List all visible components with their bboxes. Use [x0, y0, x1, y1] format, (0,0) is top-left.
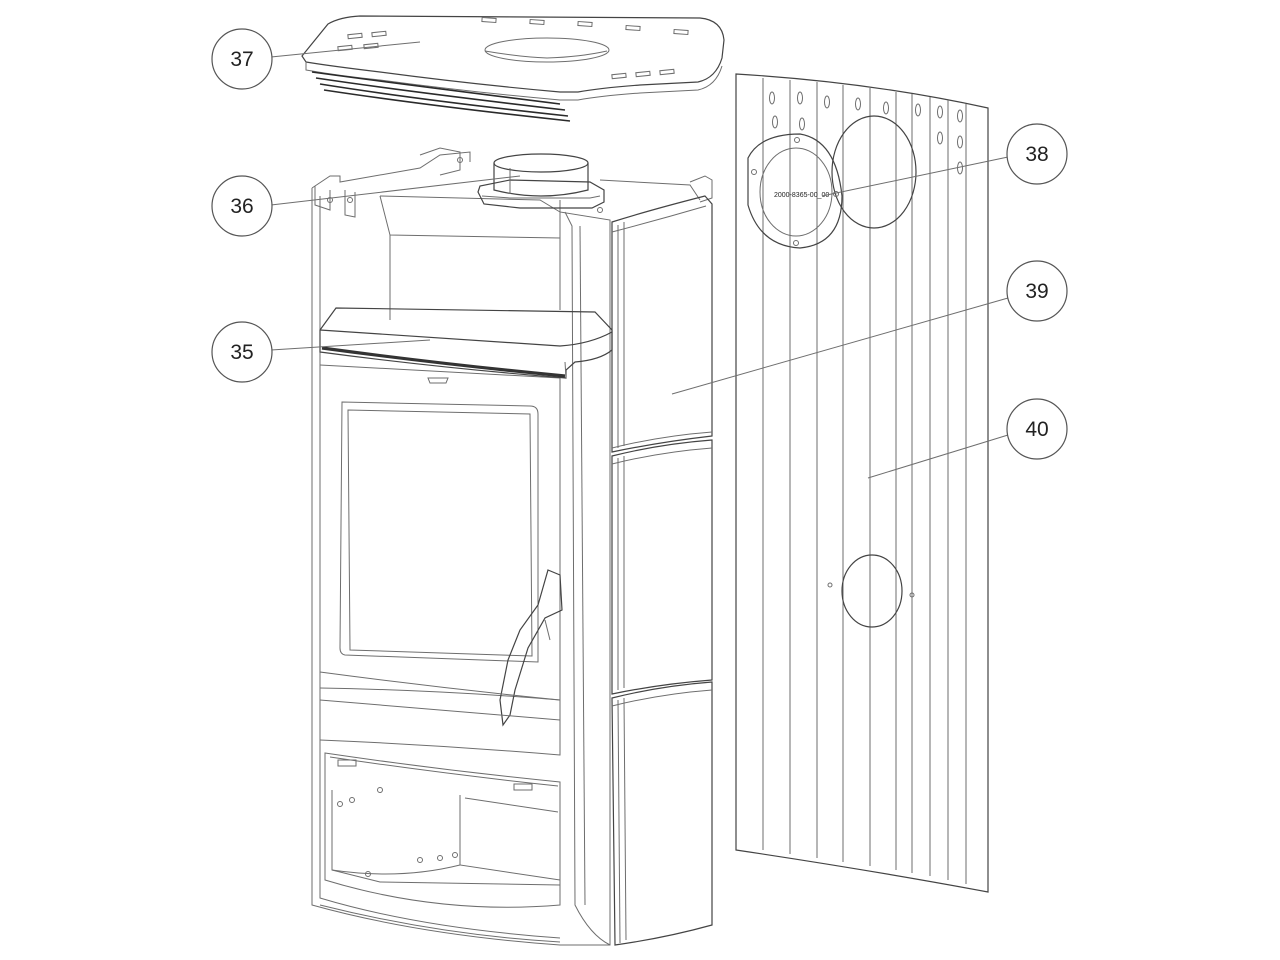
callout-39: 39	[1006, 260, 1068, 322]
stone-top-panel	[319, 307, 613, 379]
callout-number: 36	[230, 195, 253, 218]
callout-35: 35	[211, 321, 273, 383]
side-cladding-panel	[611, 195, 713, 946]
part-code-label: 2000-8365-00_00	[774, 192, 829, 199]
callout-number: 38	[1025, 143, 1048, 166]
callout-36: 36	[211, 175, 273, 237]
callout-number: 40	[1025, 418, 1048, 441]
flue-collar	[477, 153, 605, 209]
callout-number: 37	[230, 48, 253, 71]
leader-lines	[270, 41, 1009, 479]
callout-number: 39	[1025, 280, 1048, 303]
callout-37: 37	[211, 28, 273, 90]
top-plate	[301, 15, 725, 122]
callout-38: 38	[1006, 123, 1068, 185]
stove-body	[311, 147, 713, 946]
callout-40: 40	[1006, 398, 1068, 460]
callout-number: 35	[230, 341, 253, 364]
back-panel	[735, 73, 989, 893]
flue-cover-plate: 2000-8365-00_00	[747, 133, 843, 249]
